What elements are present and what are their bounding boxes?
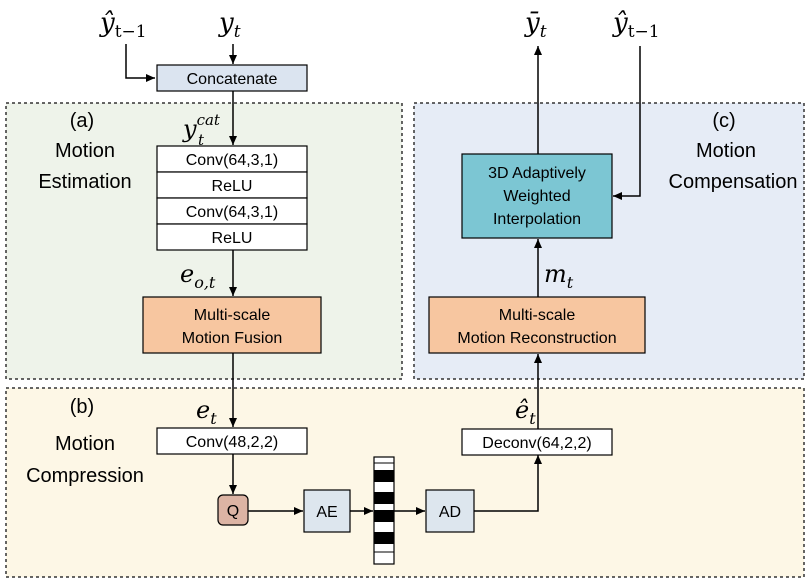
interpolation-box (461, 153, 613, 239)
section-c-title-line1: Motion (696, 140, 756, 162)
section-c-title-line2: Compensation (669, 171, 798, 193)
deconv-box (461, 428, 613, 456)
interp-line1: 3D Adaptively (488, 165, 586, 182)
layer-relu-2: ReLU (212, 230, 253, 247)
recon-line1: Multi-scale (499, 307, 576, 324)
arithmetic-decoder-box (425, 489, 475, 533)
section-b-title-line2: Compression (26, 465, 144, 487)
section-a-title-line2: Estimation (38, 171, 131, 193)
recon-line2: Motion Reconstruction (457, 330, 616, 347)
panel-motion-compression (5, 387, 805, 578)
section-b-tag: (b) (70, 396, 94, 418)
conv48-box (156, 427, 308, 455)
layer-relu-1: ReLU (212, 178, 253, 195)
arithmetic-encoder-box (303, 489, 351, 533)
e-hat-t-label: êt (515, 396, 536, 428)
bitstream-icon (373, 456, 395, 565)
y-hat-prev-right: ŷt−1 (612, 8, 660, 42)
m-t-label: mt (544, 260, 574, 292)
layer-conv-1: Conv(64,3,1) (186, 152, 279, 169)
interp-line3: Interpolation (493, 211, 581, 228)
section-a-tag: (a) (70, 110, 94, 132)
y-bar-output: ȳt (524, 8, 547, 42)
concatenate-box (156, 64, 308, 92)
arrow-yhat-to-interp (613, 46, 641, 200)
fusion-line2: Motion Fusion (182, 330, 283, 347)
section-c-tag: (c) (712, 110, 735, 132)
fusion-line1: Multi-scale (194, 307, 271, 324)
quantizer-label: Q (227, 503, 239, 520)
y-hat-prev-left: ŷt−1 (99, 8, 147, 42)
e-ot-label: eo,t (180, 260, 216, 292)
conv48-label: Conv(48,2,2) (186, 434, 279, 451)
motion-fusion-box (142, 296, 322, 354)
concatenate-label: Concatenate (187, 71, 278, 88)
quantizer-box (217, 494, 249, 526)
arithmetic-decoder-label: AD (439, 504, 461, 521)
interp-line2: Weighted (503, 188, 570, 205)
layer-conv-2: Conv(64,3,1) (186, 204, 279, 221)
section-a-title-line1: Motion (55, 140, 115, 162)
arithmetic-encoder-label: AE (316, 504, 337, 521)
motion-reconstruction-box (428, 296, 646, 354)
y-t-input: yt (218, 8, 241, 42)
section-b-title-line1: Motion (55, 433, 115, 455)
e-t-label: et (196, 396, 217, 428)
arrow-yhat-to-concat (125, 44, 155, 82)
arrow-ad-to-deconv (474, 455, 542, 512)
deconv-label: Deconv(64,2,2) (482, 435, 591, 452)
conv-relu-stack: Conv(64,3,1) ReLU Conv(64,3,1) ReLU (156, 145, 308, 251)
